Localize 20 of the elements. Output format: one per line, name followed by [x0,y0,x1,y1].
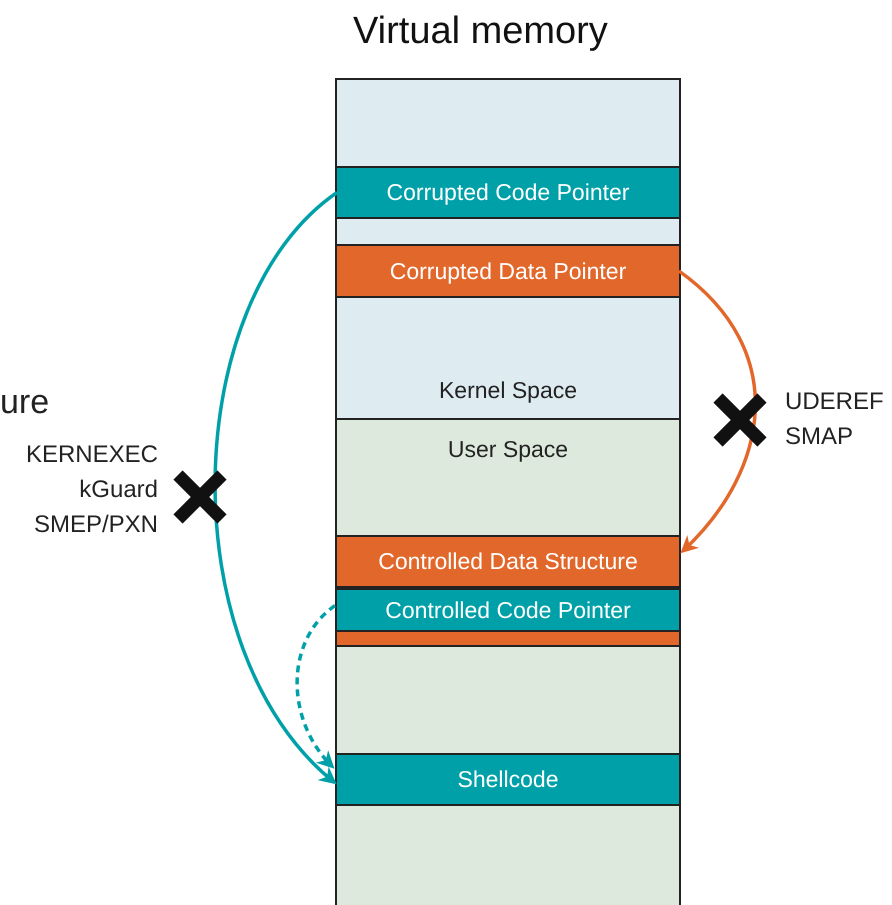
protection-label: KERNEXEC [26,441,158,469]
memory-band: Shellcode [337,753,679,806]
memory-band: Controlled Data Structure [337,535,679,588]
protection-label: SMEP/PXN [34,511,158,539]
region-label: User Space [446,436,570,463]
memory-band [337,630,679,647]
cropped-text: ure [0,383,50,422]
memory-region [335,418,681,905]
arrow [295,604,336,769]
memory-region [335,78,681,420]
memory-band: Controlled Code Pointer [337,588,679,632]
region-label: Kernel Space [438,377,578,404]
arrow [214,191,338,785]
protection-label: SMAP [785,423,854,451]
protection-label: kGuard [79,476,158,504]
title: Virtual memory [353,10,608,53]
arrow [678,270,757,554]
memory-band: Corrupted Code Pointer [337,166,679,219]
protection-label: UDEREF [785,388,884,416]
memory-band: Corrupted Data Pointer [337,244,679,298]
